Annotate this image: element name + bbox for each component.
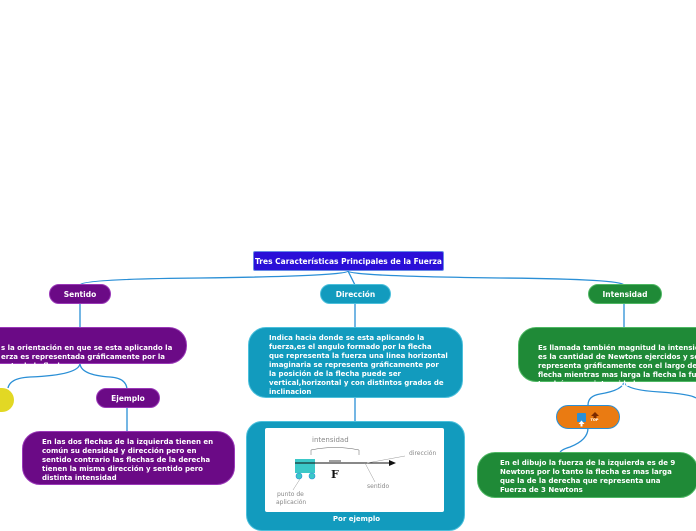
illustration-force-symbol: F [331,468,339,481]
connector-sentido-ejemplo [79,362,128,390]
root-node-title[interactable]: Tres Características Principales de la F… [253,251,444,271]
top-arrow-icon: TOP [590,412,600,422]
illustration-direccion-label: dirección [409,450,437,457]
direccion-node[interactable]: Dirección [320,284,391,304]
up-arrow-icon [576,412,586,426]
force-illustration-graphic [292,447,406,491]
yellow-node[interactable] [0,388,14,412]
connector-root-direccion [347,270,356,286]
connector-sentido-yellow [7,362,81,389]
intensidad-description-node[interactable]: Es llamada también magnitud la intensida… [518,327,696,388]
top-icon-text: TOP [590,418,599,422]
sentido-node[interactable]: Sentido [49,284,111,304]
illustration-punto-line2: aplicación [276,499,307,506]
sentido-description-node[interactable]: s la orientación en que se esta aplicand… [0,327,187,370]
illustration-punto-line1: punto de [277,491,304,498]
connector-icon-example [559,427,589,454]
direccion-description-node[interactable]: Indica hacia donde se esta aplicando la … [248,327,463,398]
illustration-intensidad-label: intensidad [312,436,349,444]
connector-root-intensidad [347,270,625,286]
intensidad-icon-node[interactable]: TOP [556,405,620,429]
intensidad-example-node[interactable]: En el dibujo la fuerza de la izquierda e… [477,452,696,498]
sentido-description-text: s la orientación en que se esta aplicand… [1,344,173,370]
force-illustration: intensidad dirección sentido F punto de … [265,428,444,512]
sentido-example-text: En las dos flechas de la izquierda tiene… [42,438,214,482]
sentido-ejemplo-node[interactable]: Ejemplo [96,388,160,408]
connector-intensidad-icon [587,380,625,406]
connector-lines [7,270,696,454]
connector-intensidad-right [623,380,696,399]
sentido-example-node[interactable]: En las dos flechas de la izquierda tiene… [22,431,235,485]
illustration-sentido-label: sentido [367,483,390,490]
connector-root-sentido [79,270,349,286]
intensidad-example-text: En el dibujo la fuerza de la izquierda e… [500,459,676,494]
direccion-description-text: Indica hacia donde se esta aplicando la … [269,334,448,396]
intensidad-node[interactable]: Intensidad [588,284,662,304]
direccion-image-caption: Por ejemplo [332,515,381,523]
intensidad-description-text: Es llamada también magnitud la intensida… [538,344,696,388]
